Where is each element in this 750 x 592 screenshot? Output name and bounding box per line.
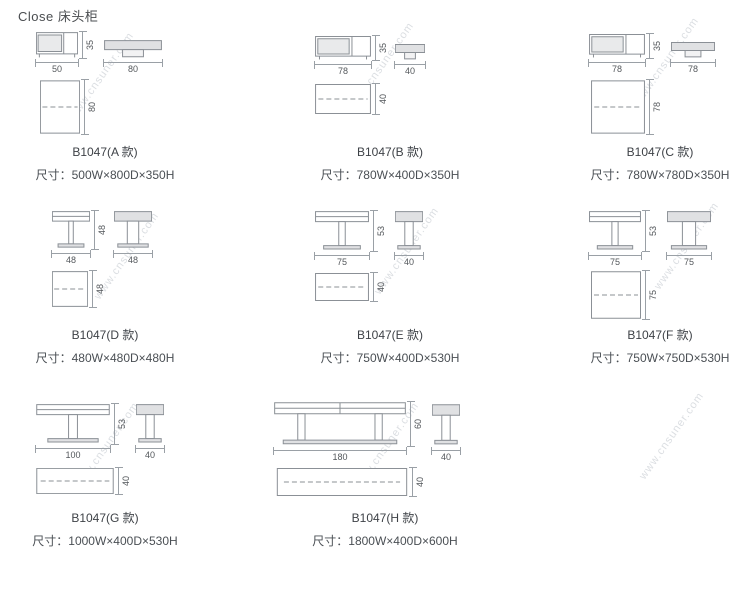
drawing-area: 75 53 75 75	[575, 205, 745, 323]
product-card-a: 50 35 80 80 B1047(A 款) 尺寸：500W×800D×350H	[20, 28, 190, 183]
drawing-area: 180 60 40 40	[260, 398, 510, 506]
drawing-area: 48 48 48 48	[20, 205, 190, 323]
model-label: B1047(B 款)	[356, 145, 424, 159]
plan-depth-dim: 78	[646, 79, 662, 135]
size-label: 尺寸：500W×800D×350H	[35, 168, 175, 182]
side-width-dim: 40	[394, 61, 426, 76]
front-view-drawing	[36, 32, 78, 58]
plan-view-drawing	[276, 468, 408, 496]
size-label: 尺寸：1800W×400D×600H	[312, 534, 458, 548]
model-label: B1047(A 款)	[72, 145, 138, 159]
plan-view-drawing	[52, 271, 88, 307]
model-label: B1047(D 款)	[71, 328, 139, 342]
side-width-dim: 40	[394, 252, 424, 267]
side-view-drawing	[136, 404, 164, 444]
front-view-drawing	[315, 211, 369, 251]
front-view-drawing	[36, 404, 110, 444]
front-height-dim: 53	[111, 403, 127, 445]
side-view-drawing	[104, 40, 162, 58]
drawing-area: 78 35 78 78	[575, 28, 745, 140]
side-width-dim: 40	[431, 447, 461, 462]
product-card-b: 78 35 40 40 B1047(B 款) 尺寸：780W×400D×350H	[295, 28, 485, 183]
product-card-c: 78 35 78 78 B1047(C 款) 尺寸：780W×780D×350H	[575, 28, 745, 183]
model-label: B1047(H 款)	[351, 511, 419, 525]
front-height-dim: 48	[91, 210, 107, 250]
plan-view-drawing	[36, 468, 114, 494]
front-height-dim: 53	[370, 210, 386, 252]
model-label: B1047(E 款)	[356, 328, 424, 342]
front-width-dim: 180	[273, 447, 407, 462]
front-height-dim: 60	[407, 401, 423, 447]
side-view-drawing	[395, 44, 425, 60]
front-view-drawing	[274, 402, 406, 446]
plan-depth-dim: 40	[370, 272, 386, 302]
front-view-drawing	[589, 34, 645, 58]
side-width-dim: 78	[670, 59, 716, 74]
model-label: B1047(G 款)	[71, 511, 139, 525]
front-width-dim: 78	[314, 61, 372, 76]
plan-depth-dim: 48	[89, 270, 105, 308]
side-width-dim: 80	[103, 59, 163, 74]
plan-view-drawing	[591, 271, 641, 319]
watermark: www.cnsuner.com	[637, 390, 707, 482]
front-width-dim: 75	[314, 252, 370, 267]
front-width-dim: 50	[35, 59, 79, 74]
front-height-dim: 35	[646, 33, 662, 59]
plan-depth-dim: 40	[372, 83, 388, 115]
product-card-g: 100 53 40 40 B1047(G 款) 尺寸：1000W×400D×53…	[20, 398, 190, 549]
plan-depth-dim: 80	[81, 79, 97, 135]
side-width-dim: 40	[135, 445, 165, 460]
front-view-drawing	[52, 211, 90, 249]
model-label: B1047(C 款)	[626, 145, 694, 159]
front-view-drawing	[315, 36, 371, 60]
side-width-dim: 48	[113, 250, 153, 265]
side-view-drawing	[432, 404, 460, 446]
drawing-area: 50 35 80 80	[20, 28, 190, 140]
product-card-h: 180 60 40 40 B1047(H 款) 尺寸：1800W×400D×60…	[260, 398, 510, 549]
front-width-dim: 78	[588, 59, 646, 74]
size-label: 尺寸：1000W×400D×530H	[32, 534, 178, 548]
plan-depth-dim: 75	[642, 270, 658, 320]
size-label: 尺寸：750W×750D×530H	[590, 351, 730, 365]
page-title: Close 床头柜	[18, 9, 99, 24]
plan-view-drawing	[591, 80, 645, 134]
plan-view-drawing	[315, 273, 369, 301]
side-width-dim: 75	[666, 252, 712, 267]
product-card-e: 75 53 40 40 B1047(E 款) 尺寸：750W×400D×530H	[295, 205, 485, 366]
size-label: 尺寸：750W×400D×530H	[320, 351, 460, 365]
front-height-dim: 53	[642, 210, 658, 252]
drawing-area: 100 53 40 40	[20, 398, 190, 506]
plan-depth-dim: 40	[115, 467, 131, 495]
front-height-dim: 35	[79, 31, 95, 59]
front-view-drawing	[589, 211, 641, 251]
front-height-dim: 35	[372, 35, 388, 61]
size-label: 尺寸：780W×400D×350H	[320, 168, 460, 182]
product-card-f: 75 53 75 75 B1047(F 款) 尺寸：750W×750D×530H	[575, 205, 745, 366]
side-view-drawing	[395, 211, 423, 251]
size-label: 尺寸：480W×480D×480H	[35, 351, 175, 365]
plan-view-drawing	[40, 80, 80, 134]
front-width-dim: 75	[588, 252, 642, 267]
size-label: 尺寸：780W×780D×350H	[590, 168, 730, 182]
side-view-drawing	[671, 42, 715, 58]
side-view-drawing	[667, 211, 711, 251]
drawing-area: 75 53 40 40	[295, 205, 485, 323]
model-label: B1047(F 款)	[627, 328, 693, 342]
plan-depth-dim: 40	[409, 467, 425, 497]
front-width-dim: 100	[35, 445, 111, 460]
drawing-area: 78 35 40 40	[295, 28, 485, 140]
plan-view-drawing	[315, 84, 371, 114]
side-view-drawing	[114, 211, 152, 249]
product-card-d: 48 48 48 48 B1047(D 款) 尺寸：480W×480D×480H	[20, 205, 190, 366]
front-width-dim: 48	[51, 250, 91, 265]
